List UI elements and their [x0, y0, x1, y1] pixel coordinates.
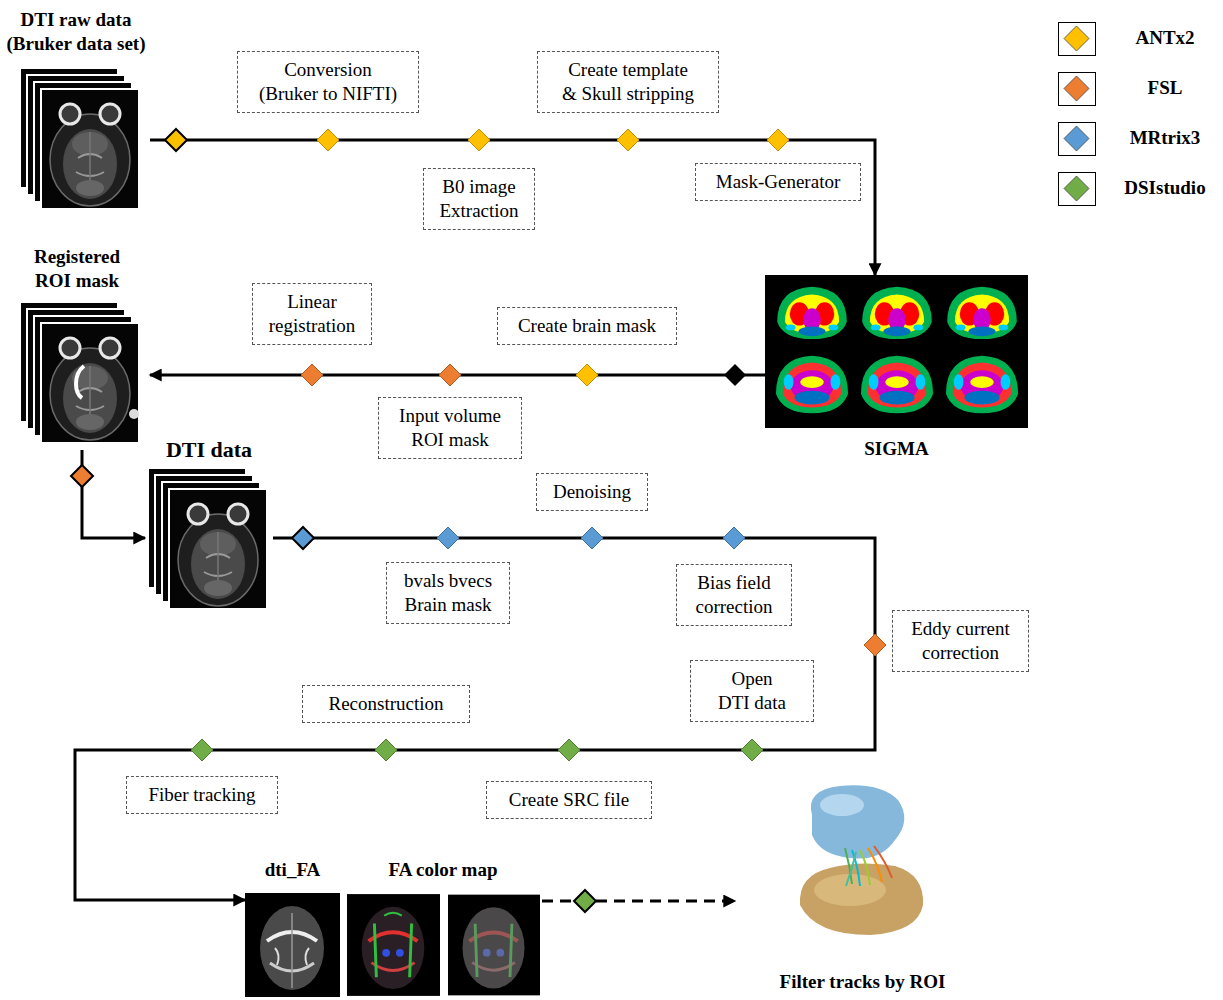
box-label: Denoising: [544, 480, 640, 504]
panel-heading: DTI raw data (Bruker data set): [2, 8, 150, 56]
process-box: Create brain mask: [497, 307, 677, 345]
image-panel: dti_FA FA color map: [245, 858, 542, 998]
process-box: Reconstruction: [302, 685, 470, 723]
legend-item: DSIstudio: [1058, 172, 1220, 206]
process-box: Linear registration: [252, 283, 372, 345]
box-label: Reconstruction: [310, 692, 462, 716]
process-box: Eddy current correction: [892, 610, 1029, 672]
legend-label: ANTx2: [1112, 26, 1218, 51]
image-panel: DTI data: [145, 436, 273, 612]
process-box: Open DTI data: [690, 660, 814, 722]
flow-arrow: [542, 900, 735, 903]
legend-label: FSL: [1112, 76, 1218, 101]
legend-item: FSL: [1058, 72, 1220, 106]
process-box: Mask-Generator: [695, 163, 861, 201]
image-panel: Filter tracks by ROI: [735, 780, 990, 996]
legend-swatch: [1058, 122, 1096, 156]
box-label: Create template & Skull stripping: [545, 58, 711, 106]
process-box: Bias field correction: [676, 564, 792, 626]
panel-heading: Filter tracks by ROI: [735, 970, 990, 994]
box-label: bvals bvecs Brain mask: [394, 569, 502, 617]
box-label: Create brain mask: [505, 314, 669, 338]
image-panel: DTI raw data (Bruker data set): [2, 8, 150, 218]
box-label: B0 image Extraction: [431, 175, 527, 223]
process-box: Create SRC file: [486, 781, 652, 819]
image-panel: SIGMA: [765, 275, 1028, 467]
box-label: Mask-Generator: [703, 170, 853, 194]
panel-heading: Registered ROI mask: [4, 245, 150, 293]
panel-heading: dti_FA: [245, 858, 340, 882]
box-label: Open DTI data: [698, 667, 806, 715]
legend-item: MRtrix3: [1058, 122, 1220, 156]
process-box: B0 image Extraction: [423, 168, 535, 230]
process-box: Conversion (Bruker to NIFTI): [237, 51, 419, 113]
box-label: Bias field correction: [684, 571, 784, 619]
process-box: Denoising: [536, 473, 648, 511]
legend-swatch: [1058, 72, 1096, 106]
legend-swatch: [1058, 172, 1096, 206]
process-box: bvals bvecs Brain mask: [386, 562, 510, 624]
process-box: Fiber tracking: [126, 776, 278, 814]
process-box: Input volume ROI mask: [378, 397, 522, 459]
legend-swatch: [1058, 22, 1096, 56]
legend-label: DSIstudio: [1112, 176, 1218, 201]
panel-heading: DTI data: [145, 436, 273, 464]
panel-heading: FA color map: [378, 858, 508, 882]
box-label: Linear registration: [260, 290, 364, 338]
legend-item: ANTx2: [1058, 22, 1220, 56]
flow-arrow: [82, 450, 145, 538]
box-label: Create SRC file: [494, 788, 644, 812]
process-box: Create template & Skull stripping: [537, 51, 719, 113]
flow-arrow: [150, 140, 875, 275]
box-label: Fiber tracking: [134, 783, 270, 807]
box-label: Eddy current correction: [900, 617, 1021, 665]
legend-label: MRtrix3: [1112, 126, 1218, 151]
box-label: Input volume ROI mask: [386, 404, 514, 452]
image-panel: Registered ROI mask: [4, 245, 150, 450]
box-label: Conversion (Bruker to NIFTI): [245, 58, 411, 106]
panel-heading: SIGMA: [765, 437, 1028, 461]
